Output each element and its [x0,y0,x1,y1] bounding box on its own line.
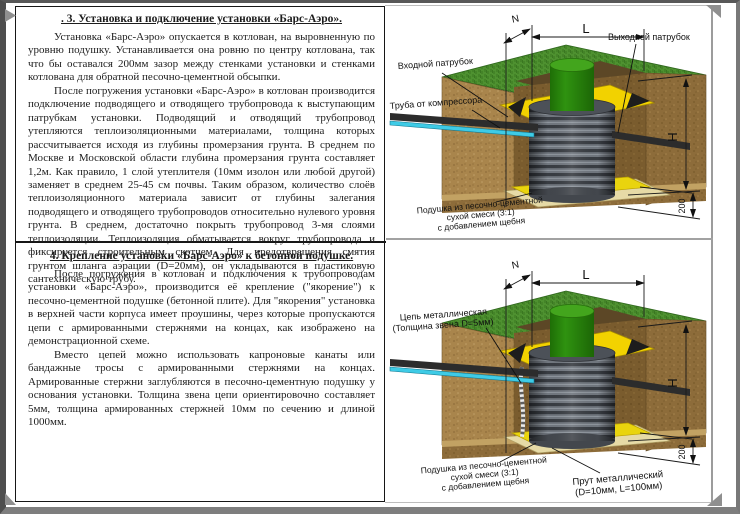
dim-h-label: H [665,132,680,141]
excavation-scene [389,290,707,459]
dimension-lines [503,25,701,220]
section-4-paragraph-2: Вместо цепей можно использовать капронов… [28,348,375,428]
dim-n-label: N [511,259,520,271]
outlet-pipe-label: Выходной патрубок [608,32,690,42]
anchor-lug-right [626,93,650,109]
tank-lid [549,58,595,111]
dimension-lines [503,271,701,466]
corner-mark-icon [5,9,16,22]
dim-200-label: 200 [677,444,687,459]
dim-l-label: L [582,21,589,36]
rod-label: Прут металлический (D=10мм, L=100мм) [572,469,664,499]
dim-h-label: H [665,378,680,387]
inlet-pipe-label: Входной патрубок [397,56,473,71]
dim-l-label: L [582,267,589,282]
section-4-paragraph-1: После погружения в котлован и подключени… [28,268,375,348]
corrugated-tank [528,344,616,449]
section-3-paragraph-1: Установка «Барс-Аэро» опускается в котло… [28,31,375,84]
installation-diagram: N L H 200 Входной патрубок Труба от комп… [389,13,707,233]
tank-lid [549,304,595,357]
compressor-pipe [389,120,535,138]
row-divider-left [15,241,386,243]
section-4: 4. Крепление установки «Барс-Аэро» к бет… [16,244,384,500]
compressor-pipe [389,366,535,384]
inlet-pipe [390,113,538,131]
corrugated-tank [528,98,616,203]
anchor-lug-left [508,343,526,363]
section-4-heading: 4. Крепление установки «Барс-Аэро» к бет… [49,250,354,262]
dimension-labels: N L H 200 [511,13,687,213]
cushion-label: Подушка из песочно-цементной сухой смеси… [416,195,543,233]
outlet-pipe [612,377,690,396]
excavation-scene [389,44,707,213]
soil-left-face [441,322,515,454]
anchor-lug-left [508,97,526,117]
anchoring-diagram: N L H 200 Цепь металлическая (Толщина зв… [389,259,707,499]
section-3-heading: . 3. Установка и подключение установки «… [60,13,343,25]
diagram-column-border [385,5,713,503]
inlet-pipe [390,359,538,377]
text-column-border [15,6,385,502]
anchor-chain [518,366,526,438]
dim-200-label: 200 [677,198,687,213]
dim-n-label: N [511,13,520,25]
anchor-lug-right [626,339,650,355]
section-3-paragraph-2: После погружения установки «Барс-Аэро» в… [28,84,375,286]
section-3: . 3. Установка и подключение установки «… [16,7,384,285]
dimension-labels: N L H 200 [511,259,687,459]
corner-mark-icon [5,493,16,505]
outlet-pipe [612,131,690,150]
row-divider-right [386,238,713,240]
cushion-label: Подушка из песочно-цементной сухой смеси… [420,455,547,493]
